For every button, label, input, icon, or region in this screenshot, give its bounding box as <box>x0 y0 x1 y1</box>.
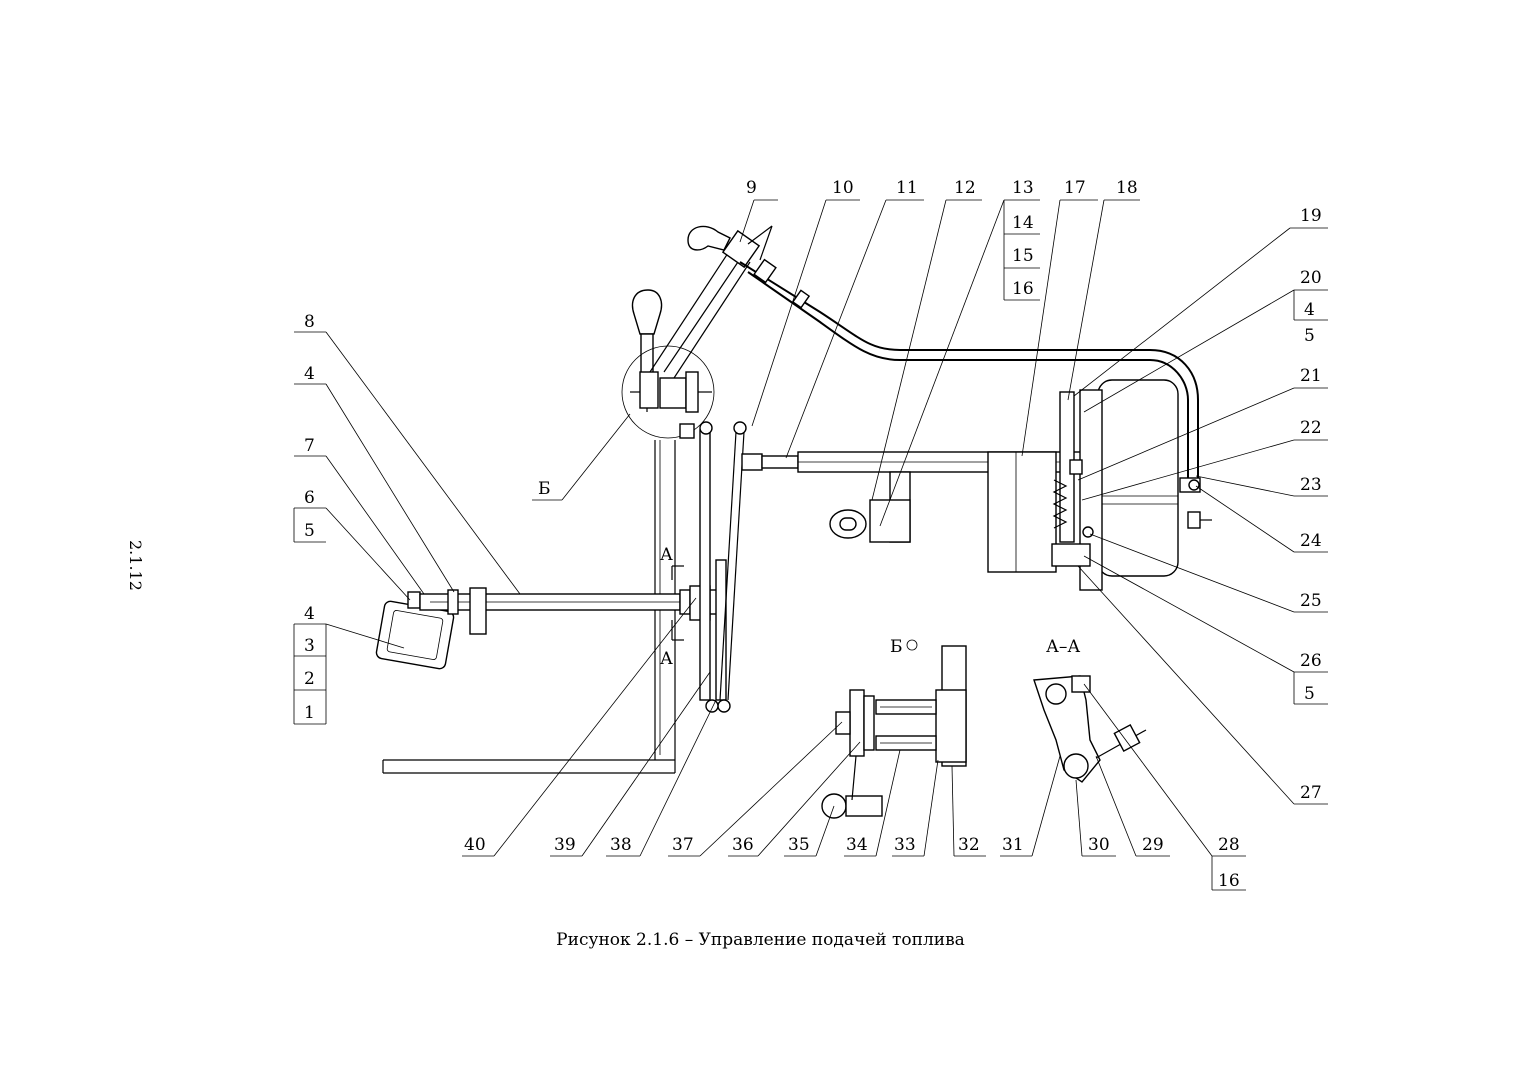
callout-16-top: 16 <box>1012 279 1034 299</box>
detail-b-label: Б <box>890 637 903 657</box>
pedal-shaft <box>419 585 725 635</box>
callout-18: 18 <box>1116 178 1138 198</box>
callout-21: 21 <box>1300 366 1322 386</box>
callout-10: 10 <box>832 178 854 198</box>
injection-pump <box>987 379 1179 591</box>
detail-b-section: Б <box>821 637 967 819</box>
callout-38: 38 <box>610 835 632 855</box>
section-a-top-label: А <box>660 545 673 565</box>
callout-4-left-upper: 4 <box>304 364 315 384</box>
callout-11: 11 <box>896 178 918 198</box>
upper-linkage <box>649 225 773 379</box>
callout-36: 36 <box>732 835 754 855</box>
callout-23: 23 <box>1300 475 1322 495</box>
callout-17: 17 <box>1064 178 1086 198</box>
leader-lines <box>293 199 1328 891</box>
view-b-label: Б <box>538 479 551 499</box>
callout-20: 20 <box>1300 268 1322 288</box>
callout-4-left-lower: 4 <box>304 604 315 624</box>
callout-4-right: 4 <box>1304 300 1315 320</box>
callout-28: 28 <box>1218 835 1240 855</box>
callout-19: 19 <box>1300 206 1322 226</box>
governor-lever <box>1051 391 1094 567</box>
callout-7: 7 <box>304 436 315 456</box>
callout-34: 34 <box>846 835 868 855</box>
callout-37: 37 <box>672 835 694 855</box>
callout-40: 40 <box>464 835 486 855</box>
throttle-cable <box>739 258 1199 478</box>
accelerator-pedal <box>375 591 455 670</box>
callout-33: 33 <box>894 835 916 855</box>
callout-32: 32 <box>958 835 980 855</box>
section-a-bottom-label: А <box>660 649 673 669</box>
callout-24: 24 <box>1300 531 1322 551</box>
section-a-markers: А А <box>660 545 684 669</box>
callout-22: 22 <box>1300 418 1322 438</box>
callout-25: 25 <box>1300 591 1322 611</box>
figure-caption: Рисунок 2.1.6 – Управление подачей топли… <box>556 930 965 950</box>
callout-5-right-lower: 5 <box>1304 684 1315 704</box>
cable-end-clamp <box>1179 477 1212 529</box>
callout-30: 30 <box>1088 835 1110 855</box>
section-aa-detail: А–А <box>1033 637 1147 783</box>
callout-2: 2 <box>304 669 315 689</box>
callout-35: 35 <box>788 835 810 855</box>
view-b-detail-circle <box>621 345 715 439</box>
callout-26: 26 <box>1300 651 1322 671</box>
callout-1: 1 <box>304 703 315 723</box>
callout-8: 8 <box>304 312 315 332</box>
callout-15: 15 <box>1012 246 1034 266</box>
callout-29: 29 <box>1142 835 1164 855</box>
callout-31: 31 <box>1002 835 1024 855</box>
bracket-assembly <box>829 471 911 543</box>
callout-3: 3 <box>304 636 315 656</box>
callout-27: 27 <box>1300 783 1322 803</box>
callout-9: 9 <box>746 178 757 198</box>
callout-numbers: 9 10 11 12 13 14 15 16 17 18 19 20 4 5 2… <box>304 178 1322 891</box>
callout-12: 12 <box>954 178 976 198</box>
callout-14: 14 <box>1012 213 1034 233</box>
callout-6: 6 <box>304 488 315 508</box>
callout-39: 39 <box>554 835 576 855</box>
callout-5-left: 5 <box>304 521 315 541</box>
section-aa-label: А–А <box>1046 637 1080 657</box>
callout-16-bottom: 16 <box>1218 871 1240 891</box>
callout-13: 13 <box>1012 178 1034 198</box>
callout-5-right-upper: 5 <box>1304 326 1315 346</box>
vertical-rods <box>679 421 747 713</box>
